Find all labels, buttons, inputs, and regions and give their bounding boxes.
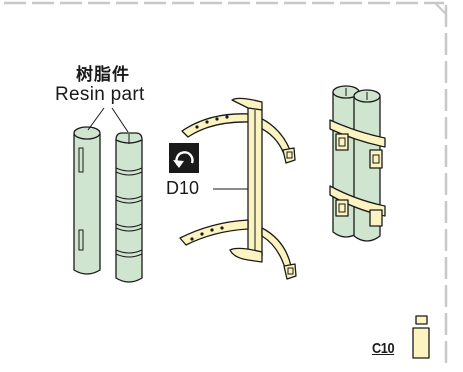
rotate-arrow-icon — [169, 143, 199, 173]
resin-part-label-en: Resin part — [55, 84, 145, 105]
info-marker-icon — [412, 315, 430, 359]
step-number-label: C10 — [372, 340, 395, 357]
assembled-part — [329, 85, 386, 242]
resin-part-tube-single — [73, 126, 101, 275]
resin-part-label-zh: 树脂件 — [76, 65, 130, 85]
page-frame — [4, 1, 448, 368]
resin-part-tube-double — [115, 132, 143, 283]
part-number-label: D10 — [166, 178, 200, 198]
resin-label-leaders — [87, 107, 129, 133]
strap-part-d10 — [179, 97, 297, 280]
